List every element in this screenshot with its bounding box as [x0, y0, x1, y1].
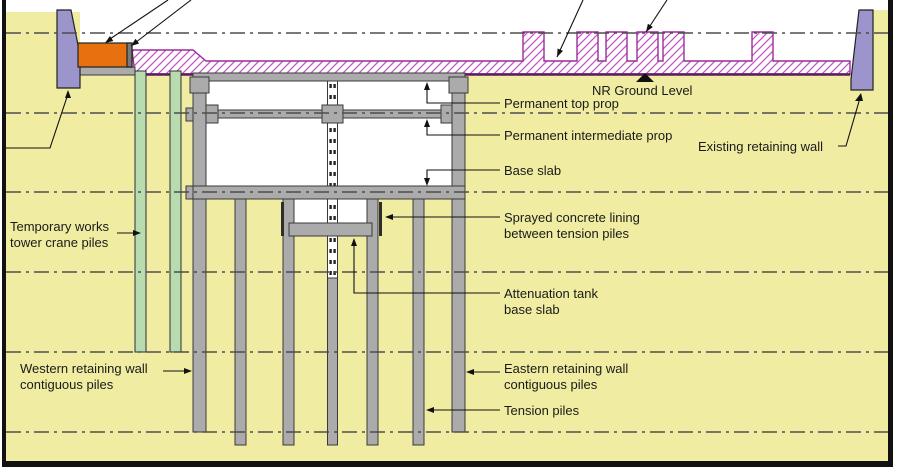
crane-base-pad [77, 66, 136, 76]
label-permanent-intermediate-prop: Permanent intermediate prop [504, 128, 673, 143]
existing-retaining-wall-east [850, 9, 874, 91]
label-temporary-works-tower-crane-piles: Temporary works tower crane piles [10, 219, 109, 250]
ground-level-marker-icon [636, 73, 654, 82]
central-tension-pile [327, 277, 338, 446]
nr-ground-level-slab [131, 31, 851, 76]
attenuation-tank-base-slab [288, 222, 373, 237]
label-permanent-top-prop: Permanent top prop [504, 96, 619, 111]
western-contiguous-pile-wall [192, 80, 207, 433]
sprayed-concrete-lining [281, 202, 382, 236]
label-attenuation-tank-base-slab: Attenuation tank base slab [504, 286, 598, 317]
label-sprayed-concrete-lining: Sprayed concrete lining between tension … [504, 210, 640, 241]
label-existing-retaining-wall: Existing retaining wall [698, 139, 824, 154]
concrete-structure [77, 66, 469, 446]
leader-lines [6, 0, 861, 411]
existing-retaining-walls [56, 9, 874, 91]
tension-pile [234, 196, 247, 446]
existing-retaining-wall-west [56, 9, 81, 89]
crane-base-block [77, 42, 133, 68]
label-nr-ground-level: NR Ground Level [592, 83, 693, 98]
label-base-slab: Base slab [504, 163, 562, 178]
leader-arrowheads [65, 23, 863, 413]
label-western-retaining-wall: Western retaining wall contiguous piles [20, 361, 148, 392]
drawing-border [2, 0, 893, 467]
permanent-top-prop-slab [192, 72, 466, 82]
label-tension-piles: Tension piles [504, 403, 580, 418]
tension-pile [412, 196, 425, 446]
label-eastern-retaining-wall: Eastern retaining wall contiguous piles [504, 361, 629, 392]
eastern-contiguous-pile-wall [451, 80, 466, 433]
level-lines [6, 32, 888, 433]
